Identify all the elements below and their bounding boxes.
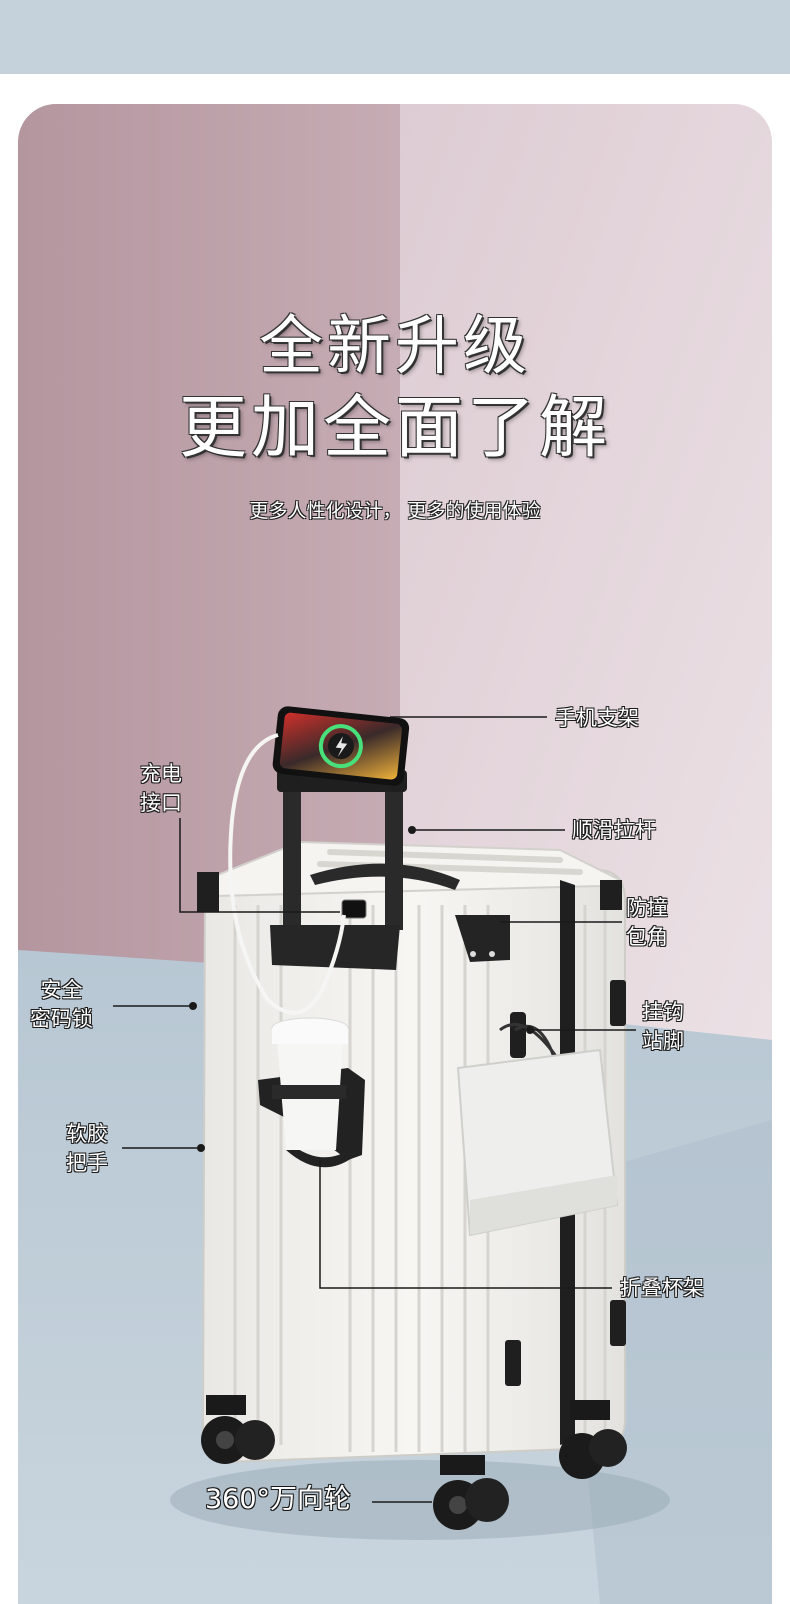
label-security-lock-line1: 安全 — [40, 978, 83, 1002]
label-phone-holder: 手机支架 — [555, 706, 639, 730]
label-cup-holder: 折叠杯架 — [620, 1276, 704, 1300]
label-security-lock-line2: 密码锁 — [30, 1007, 93, 1031]
suitcase-illustration — [18, 104, 772, 1604]
label-charging-port-line1: 充电 — [140, 762, 182, 786]
headline-line-2: 更加全面了解 — [178, 389, 611, 468]
label-charging-port: 充电 接口 — [140, 760, 182, 818]
label-spinner-wheels: 360°万向轮 — [205, 1484, 352, 1515]
subtitle: 更多人性化设计， 更多的使用体验 — [249, 500, 541, 522]
label-soft-handle: 软胶 把手 — [66, 1120, 108, 1178]
leader-charging-port — [179, 818, 340, 913]
label-hook-stand: 挂钩 站脚 — [642, 998, 684, 1056]
label-corner-guard-line1: 防撞 — [626, 896, 668, 920]
top-color-band — [0, 0, 790, 74]
headline-line-1: 全新升级 — [259, 310, 531, 384]
label-soft-handle-line2: 把手 — [66, 1151, 108, 1175]
label-corner-guard-line2: 包角 — [626, 925, 668, 949]
label-hook-stand-line1: 挂钩 — [642, 1000, 684, 1024]
label-soft-handle-line1: 软胶 — [66, 1122, 108, 1146]
product-card — [18, 104, 772, 1604]
label-smooth-handle: 顺滑拉杆 — [572, 818, 656, 842]
label-hook-stand-line2: 站脚 — [642, 1029, 684, 1053]
leader-cup-holder — [319, 1160, 612, 1289]
label-corner-guard: 防撞 包角 — [626, 894, 668, 952]
label-security-lock: 安全 密码锁 — [30, 976, 93, 1034]
label-charging-port-line2: 接口 — [140, 791, 182, 815]
